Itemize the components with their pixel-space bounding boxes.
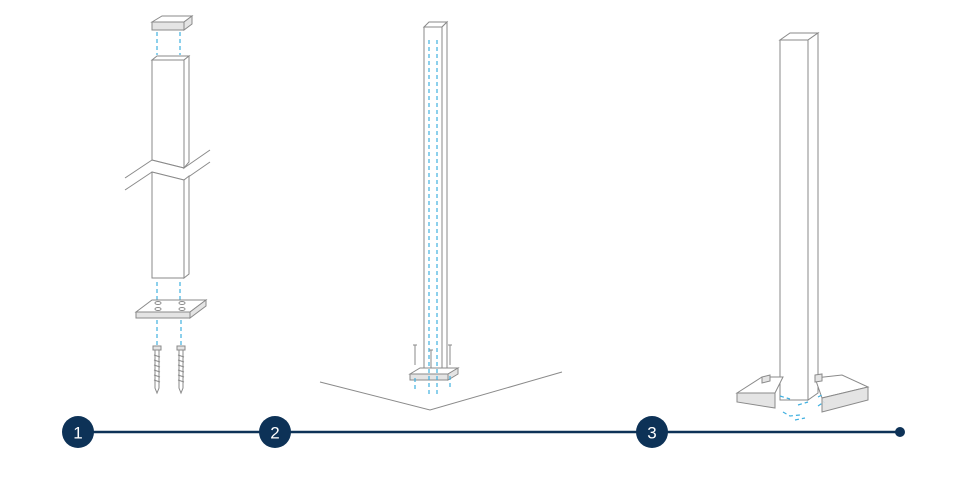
step-3-illustration [735, 32, 870, 421]
step-2-illustration [319, 20, 563, 411]
break-line-top [124, 149, 211, 179]
step-marker-1[interactable]: 1 [62, 416, 94, 448]
base-plate [134, 299, 208, 319]
post-lower [151, 171, 190, 280]
floor-outline [319, 371, 563, 411]
step-1-illustration [124, 15, 211, 395]
screw-left [152, 345, 162, 395]
base-plate [408, 367, 460, 381]
timeline: 1 2 3 [62, 416, 905, 448]
post-cap [150, 15, 194, 31]
base-cover-left [735, 374, 784, 409]
screw-right [176, 345, 186, 395]
step-marker-3[interactable]: 3 [636, 416, 668, 448]
step-marker-2[interactable]: 2 [259, 416, 291, 448]
base-cover-right [814, 373, 870, 413]
step-number: 2 [270, 424, 279, 443]
timeline-end-dot [895, 427, 905, 437]
step-number: 1 [73, 424, 82, 443]
step-number: 3 [647, 424, 656, 443]
post-upper [150, 54, 191, 170]
